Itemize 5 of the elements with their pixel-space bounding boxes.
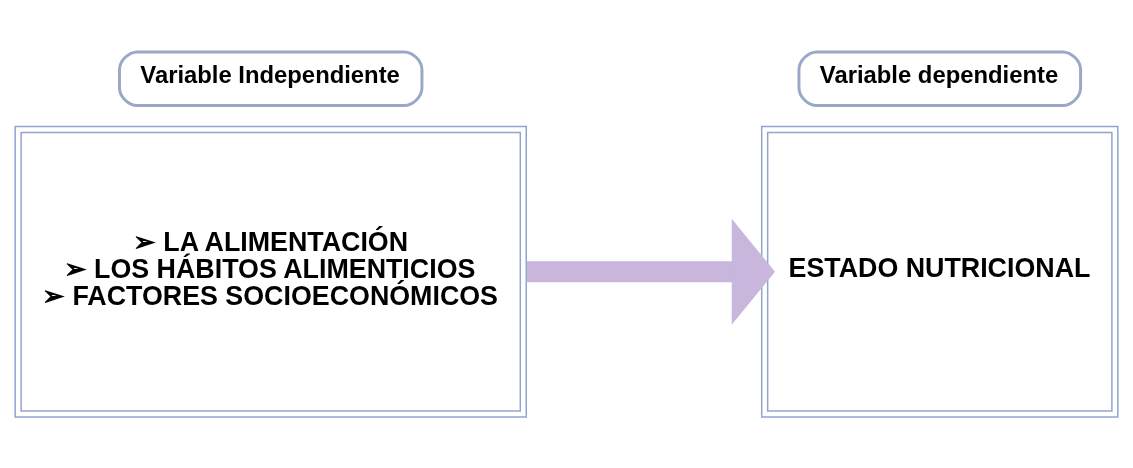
arrow bbox=[526, 218, 775, 325]
node-box: ESTADO NUTRICIONAL bbox=[760, 125, 1119, 418]
node-box: ➢ LA ALIMENTACIÓN ➢ LOS HÁBITOS ALIMENTICIOS ➢ FACTORES SOCIOECONÓMICOS bbox=[14, 125, 527, 418]
node-box: Variable dependiente bbox=[797, 49, 1083, 107]
node-box: Variable Independiente bbox=[117, 49, 424, 107]
